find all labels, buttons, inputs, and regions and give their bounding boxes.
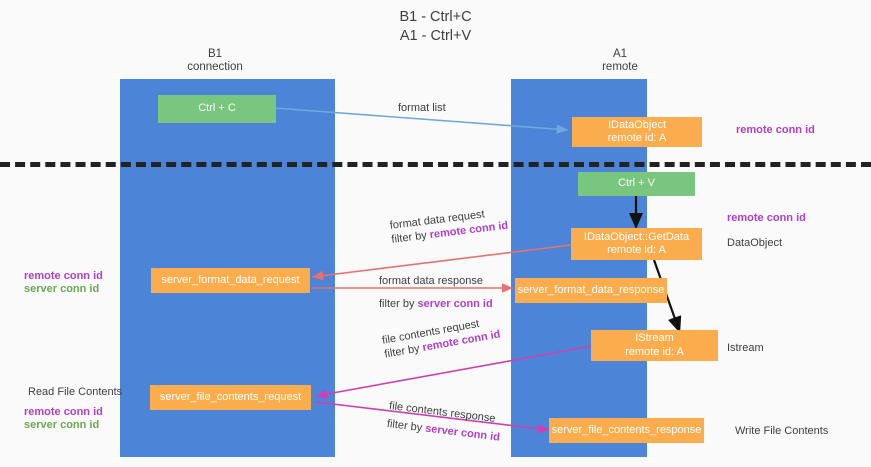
column-header-a1: A1 remote [560, 48, 680, 74]
edge-format-data-request [311, 244, 572, 281]
box-idataobject-top-line2: remote id: A [607, 132, 667, 144]
box-idataobject-top-line1: IDataObject [607, 118, 667, 131]
edge-file-contents-request [315, 345, 593, 399]
left-label-remote-conn-id-low: remote conn id [24, 406, 103, 418]
left-label-read-file-contents: Read File Contents [28, 386, 123, 398]
column-header-a1-sub: remote [602, 61, 638, 73]
edge-label-format-data-response-filter: filter by server conn id [379, 297, 493, 311]
left-label-server-conn-id-low: server conn id [24, 419, 100, 431]
column-header-b1-sub: connection [187, 61, 243, 73]
box-istream[interactable]: IStream remote id: A [591, 330, 718, 361]
column-header-b1-name: B1 [207, 48, 223, 60]
box-ctrl-c-line1: Ctrl + C [198, 102, 236, 115]
right-label-remote-conn-id-mid: remote conn id [727, 212, 806, 224]
title-line-1: B1 - Ctrl+C [399, 9, 472, 25]
box-ctrl-c[interactable]: Ctrl + C [158, 95, 276, 123]
right-label-write-file-contents: Write File Contents [735, 425, 829, 437]
box-ctrl-v-line1: Ctrl + V [618, 177, 655, 190]
left-label-server-conn-id-mid: server conn id [24, 283, 100, 295]
diagram-title: B1 - Ctrl+C A1 - Ctrl+V [0, 8, 871, 46]
right-label-data-object: DataObject [727, 237, 783, 249]
box-idataobject-top[interactable]: IDataObject remote id: A [572, 117, 702, 147]
box-server-file-contents-response[interactable]: server_file_contents_response [549, 418, 704, 443]
edge-label-format-data-response: format data response filter by server co… [379, 274, 493, 311]
box-getdata-line1: IDataObject::GetData [583, 230, 690, 243]
box-ctrl-v[interactable]: Ctrl + V [578, 172, 695, 196]
right-label-istream: Istream [727, 342, 764, 354]
left-label-remote-conn-id-mid: remote conn id [24, 270, 103, 282]
box-istream-line2: remote id: A [625, 345, 684, 358]
edge-format-list [273, 107, 569, 134]
box-istream-line1: IStream [635, 332, 674, 344]
column-header-b1: B1 connection [155, 48, 275, 74]
box-server-format-data-request-line1: server_format_data_request [161, 273, 300, 286]
edge-label-format-list: format list [398, 102, 446, 114]
box-idataobject-getdata[interactable]: IDataObject::GetData remote id: A [571, 228, 702, 260]
column-header-a1-name: A1 [612, 48, 628, 60]
right-label-remote-conn-id-top: remote conn id [736, 124, 815, 136]
edge-file-contents-response [315, 401, 550, 434]
filter-prefix: filter by [379, 298, 418, 310]
box-getdata-line2: remote id: A [607, 244, 666, 256]
box-server-format-data-request[interactable]: server_format_data_request [151, 268, 310, 293]
phase-divider [0, 162, 871, 167]
edge-label-format-data-response-text: format data response [379, 275, 483, 287]
box-server-file-contents-request-line1: server_file_contents_request [159, 390, 302, 403]
box-server-format-data-response[interactable]: server_format_data_response [515, 278, 667, 303]
box-server-file-contents-request[interactable]: server_file_contents_request [150, 385, 311, 410]
box-server-file-contents-response-line1: server_file_contents_response [551, 423, 702, 436]
box-server-format-data-response-line1: server_format_data_response [517, 283, 665, 296]
title-line-2: A1 - Ctrl+V [399, 28, 472, 44]
filter-key: server conn id [417, 298, 493, 310]
